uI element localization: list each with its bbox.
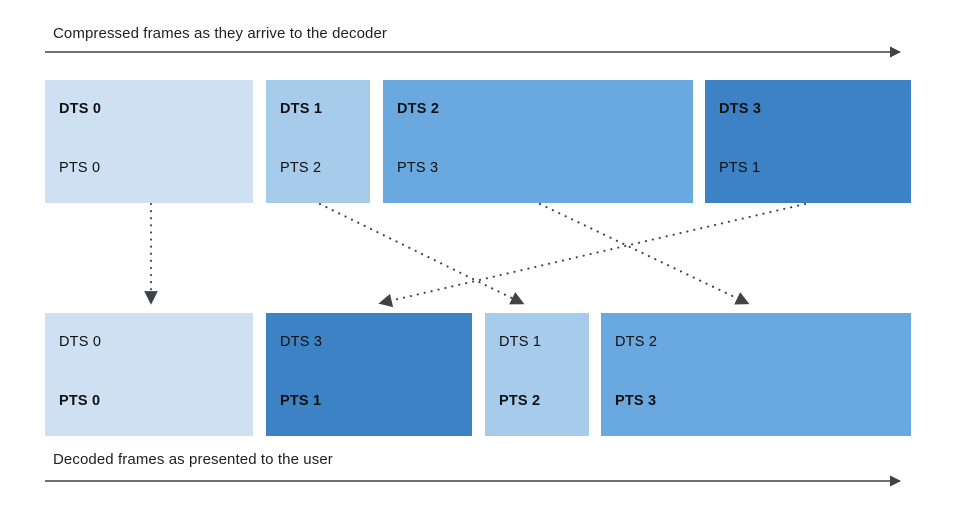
bottom-frame-0-dts: DTS 0 (59, 334, 102, 350)
top-frame-3-dts: DTS 3 (719, 101, 762, 117)
bottom-frame-3[interactable]: DTS 2 PTS 3 (601, 313, 911, 436)
top-frame-1-pts: PTS 2 (280, 160, 322, 176)
bottom-frame-0[interactable]: DTS 0 PTS 0 (45, 313, 253, 436)
bottom-frame-3-dts: DTS 2 (615, 334, 658, 350)
bottom-frame-2-pts: PTS 2 (499, 393, 541, 409)
bottom-caption: Decoded frames as presented to the user (53, 451, 333, 468)
top-frame-1-dts: DTS 1 (280, 101, 323, 117)
mapping-arrow-dts3-to-pts1 (378, 202, 807, 308)
top-caption: Compressed frames as they arrive to the … (53, 25, 388, 42)
bottom-frame-1-pts: PTS 1 (280, 393, 322, 409)
top-frame-1[interactable]: DTS 1 PTS 2 (266, 80, 370, 203)
bottom-frame-0-pts: PTS 0 (59, 393, 101, 409)
top-frame-0-pts: PTS 0 (59, 160, 101, 176)
top-frame-2-pts: PTS 3 (397, 160, 439, 176)
top-frame-3[interactable]: DTS 3 PTS 1 (705, 80, 911, 203)
top-frame-0-dts: DTS 0 (59, 101, 102, 117)
bottom-frame-3-pts: PTS 3 (615, 393, 657, 409)
top-frame-0[interactable]: DTS 0 PTS 0 (45, 80, 253, 203)
bottom-frame-2[interactable]: DTS 1 PTS 2 (485, 313, 589, 436)
bottom-frame-1[interactable]: DTS 3 PTS 1 (266, 313, 472, 436)
mapping-arrow-dts2-to-pts3 (538, 202, 750, 305)
mapping-arrow-dts1-to-pts2 (318, 202, 525, 305)
top-frame-2-dts: DTS 2 (397, 101, 440, 117)
bottom-frame-2-dts: DTS 1 (499, 334, 542, 350)
top-frame-3-pts: PTS 1 (719, 160, 761, 176)
top-frame-2[interactable]: DTS 2 PTS 3 (383, 80, 693, 203)
bottom-frame-1-dts: DTS 3 (280, 334, 323, 350)
